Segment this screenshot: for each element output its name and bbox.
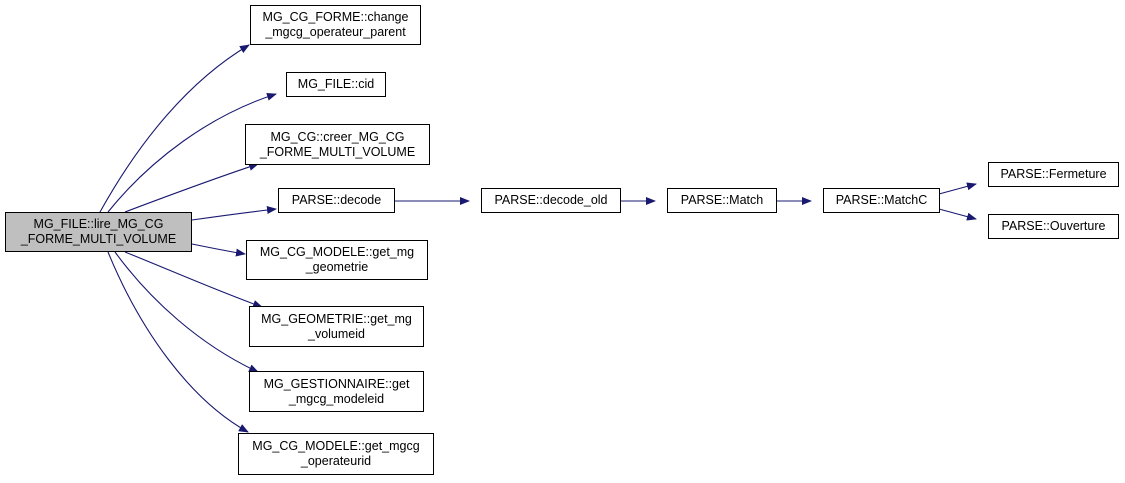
node-label-line: _geometrie <box>305 260 369 274</box>
edge-matchc-to-fermeture <box>938 182 977 195</box>
edge-root-to-getop <box>107 251 249 433</box>
node-parse-matchc[interactable]: PARSE::MatchC <box>823 188 940 213</box>
edge-matchc-to-ouverture <box>938 208 977 221</box>
node-label-line: MG_GESTIONNAIRE::get <box>263 376 410 391</box>
node-label-line: _volumeid <box>308 326 365 341</box>
edge-root-to-change <box>99 44 250 213</box>
node-label-line: MG_CG_FORME::change <box>262 10 409 24</box>
node-mg-cg-modele-get-mgcg-operateurid[interactable]: MG_CG_MODELE::get_mgcg _operateurid <box>238 433 434 475</box>
node-label-line: MG_CG::creer_MG_CG <box>270 129 405 144</box>
node-label-line: MG_FILE::cid <box>297 77 375 91</box>
edge-root-to-getmodel <box>114 251 259 373</box>
node-label-line: MG_CG_MODELE::get_mg <box>259 245 415 259</box>
node-mg-cg-modele-get-mg-geometrie[interactable]: MG_CG_MODELE::get_mg _geometrie <box>246 240 428 280</box>
edge-root-to-getgeom <box>191 243 246 257</box>
node-label-line: _mgcg_operateur_parent <box>265 25 406 39</box>
node-parse-fermeture[interactable]: PARSE::Fermeture <box>988 162 1119 187</box>
node-label-line: _mgcg_modeleid <box>288 391 385 406</box>
node-parse-ouverture[interactable]: PARSE::Ouverture <box>988 214 1119 239</box>
node-label-line: PARSE::decode <box>291 193 382 207</box>
node-label-line: MG_GEOMETRIE::get_mg <box>261 311 412 326</box>
node-label-line: PARSE::decode_old <box>494 193 608 207</box>
node-label-line: PARSE::Match <box>680 193 764 207</box>
node-parse-decode[interactable]: PARSE::decode <box>278 188 395 213</box>
node-mg-gestionnaire-get-mgcg-modeleid[interactable]: MG_GESTIONNAIRE::get _mgcg_modeleid <box>249 371 424 412</box>
node-label-line: MG_FILE::lire_MG_CG <box>33 217 164 231</box>
node-label-line: PARSE::MatchC <box>835 193 928 207</box>
node-parse-match[interactable]: PARSE::Match <box>667 188 777 213</box>
edge-root-to-cid <box>107 92 277 213</box>
node-label-line: PARSE::Fermeture <box>1000 167 1107 181</box>
node-mg-file-lire-mg-cg-forme-multi-volume[interactable]: MG_FILE::lire_MG_CG _FORME_MULTI_VOLUME <box>5 212 192 252</box>
node-mg-geometrie-get-mg-volumeid[interactable]: MG_GEOMETRIE::get_mg _volumeid <box>249 306 424 347</box>
node-mg-cg-forme-change-mgcg-operateur-parent[interactable]: MG_CG_FORME::change _mgcg_operateur_pare… <box>250 5 421 45</box>
edge-root-to-getvol <box>124 251 263 308</box>
node-label-line: _FORME_MULTI_VOLUME <box>259 144 416 159</box>
edge-root-to-decode <box>191 206 277 221</box>
node-label-line: PARSE::Ouverture <box>1001 219 1106 233</box>
node-mg-file-cid[interactable]: MG_FILE::cid <box>286 72 386 97</box>
node-mg-cg-creer-mg-cg-forme-multi-volume[interactable]: MG_CG::creer_MG_CG _FORME_MULTI_VOLUME <box>245 124 430 165</box>
node-label-line: _operateurid <box>300 454 372 468</box>
node-label-line: _FORME_MULTI_VOLUME <box>20 232 177 246</box>
node-parse-decode-old[interactable]: PARSE::decode_old <box>481 188 621 213</box>
node-label-line: MG_CG_MODELE::get_mgcg <box>252 439 420 453</box>
edge-root-to-creer <box>124 163 259 213</box>
